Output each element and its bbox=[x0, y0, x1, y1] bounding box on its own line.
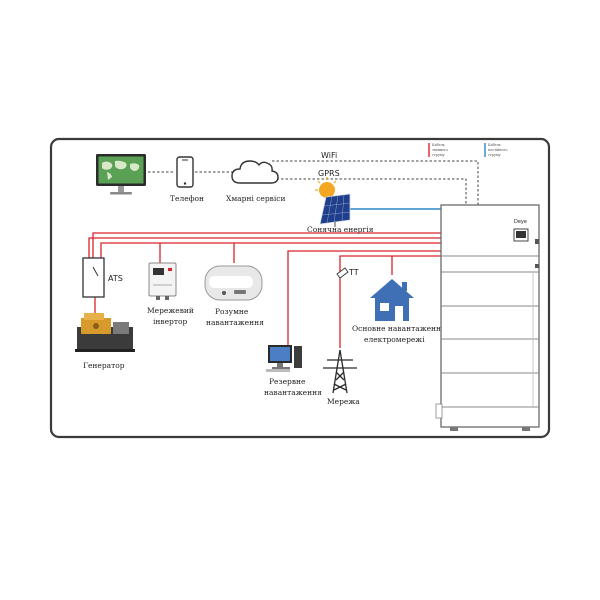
cloud-icon bbox=[231, 160, 279, 184]
legend-dc-line1: Кабель bbox=[488, 143, 501, 147]
ats-label: ATS bbox=[108, 274, 123, 283]
cloud-label: Хмарні сервіси bbox=[226, 194, 286, 203]
main-load-label-2: електромережі bbox=[364, 335, 425, 344]
grid-inverter-label-2: інвертор bbox=[153, 317, 188, 326]
battery-brand: Deye bbox=[514, 219, 527, 225]
backup-load-label-1: Резервне bbox=[269, 377, 306, 386]
generator-label: Генератор bbox=[83, 361, 125, 370]
ac-ats-bus-1 bbox=[92, 232, 441, 258]
battery-cabinet-icon bbox=[435, 204, 540, 431]
legend-dc-line2: постійного bbox=[488, 148, 508, 152]
current-transformer-icon bbox=[336, 267, 349, 279]
grid-inverter-icon bbox=[148, 262, 177, 300]
generator-icon bbox=[75, 313, 135, 352]
ac-ats-bus-2 bbox=[88, 237, 441, 258]
gprs-label: GPRS bbox=[318, 169, 340, 178]
legend-ac-line2: змінного bbox=[432, 148, 448, 152]
comm-lines bbox=[148, 160, 479, 208]
smartphone-icon bbox=[176, 156, 194, 188]
grid-label: Мережа bbox=[327, 397, 360, 406]
smart-load-label-2: навантаження bbox=[206, 318, 264, 327]
solar-label: Сонячна енергія bbox=[307, 225, 374, 234]
solar-panel-icon bbox=[315, 177, 351, 227]
legend-ac-line3: струму bbox=[432, 153, 445, 157]
ac-load-bus bbox=[100, 242, 441, 258]
wifi-label: WiFi bbox=[321, 151, 337, 160]
main-load-label-1: Основне навантаження в bbox=[352, 324, 452, 333]
house-icon bbox=[370, 279, 414, 321]
water-heater-icon bbox=[204, 265, 263, 301]
legend-ac-line1: Кабель bbox=[432, 143, 445, 147]
ac-grid-feed bbox=[339, 255, 441, 348]
diagram-frame bbox=[49, 137, 551, 439]
ac-backup-load-feed bbox=[287, 250, 441, 345]
grid-inverter-label-1: Мережевий bbox=[147, 306, 194, 315]
legend-dc-line3: струму bbox=[488, 153, 501, 157]
legend: Кабель змінного струму Кабель постійного… bbox=[428, 143, 508, 157]
monitor-icon bbox=[96, 154, 146, 195]
desktop-pc-icon bbox=[266, 345, 302, 372]
wifi-link bbox=[272, 160, 479, 208]
smart-load-label-1: Розумне bbox=[215, 307, 249, 316]
ats-switch-icon bbox=[82, 257, 105, 298]
gprs-link bbox=[272, 178, 467, 208]
power-tower-icon bbox=[323, 349, 357, 394]
backup-load-label-2: навантаження bbox=[264, 388, 322, 397]
phone-label: Телефон bbox=[170, 194, 204, 203]
ct-label: TT bbox=[348, 268, 359, 277]
ac-wiring bbox=[88, 232, 441, 348]
